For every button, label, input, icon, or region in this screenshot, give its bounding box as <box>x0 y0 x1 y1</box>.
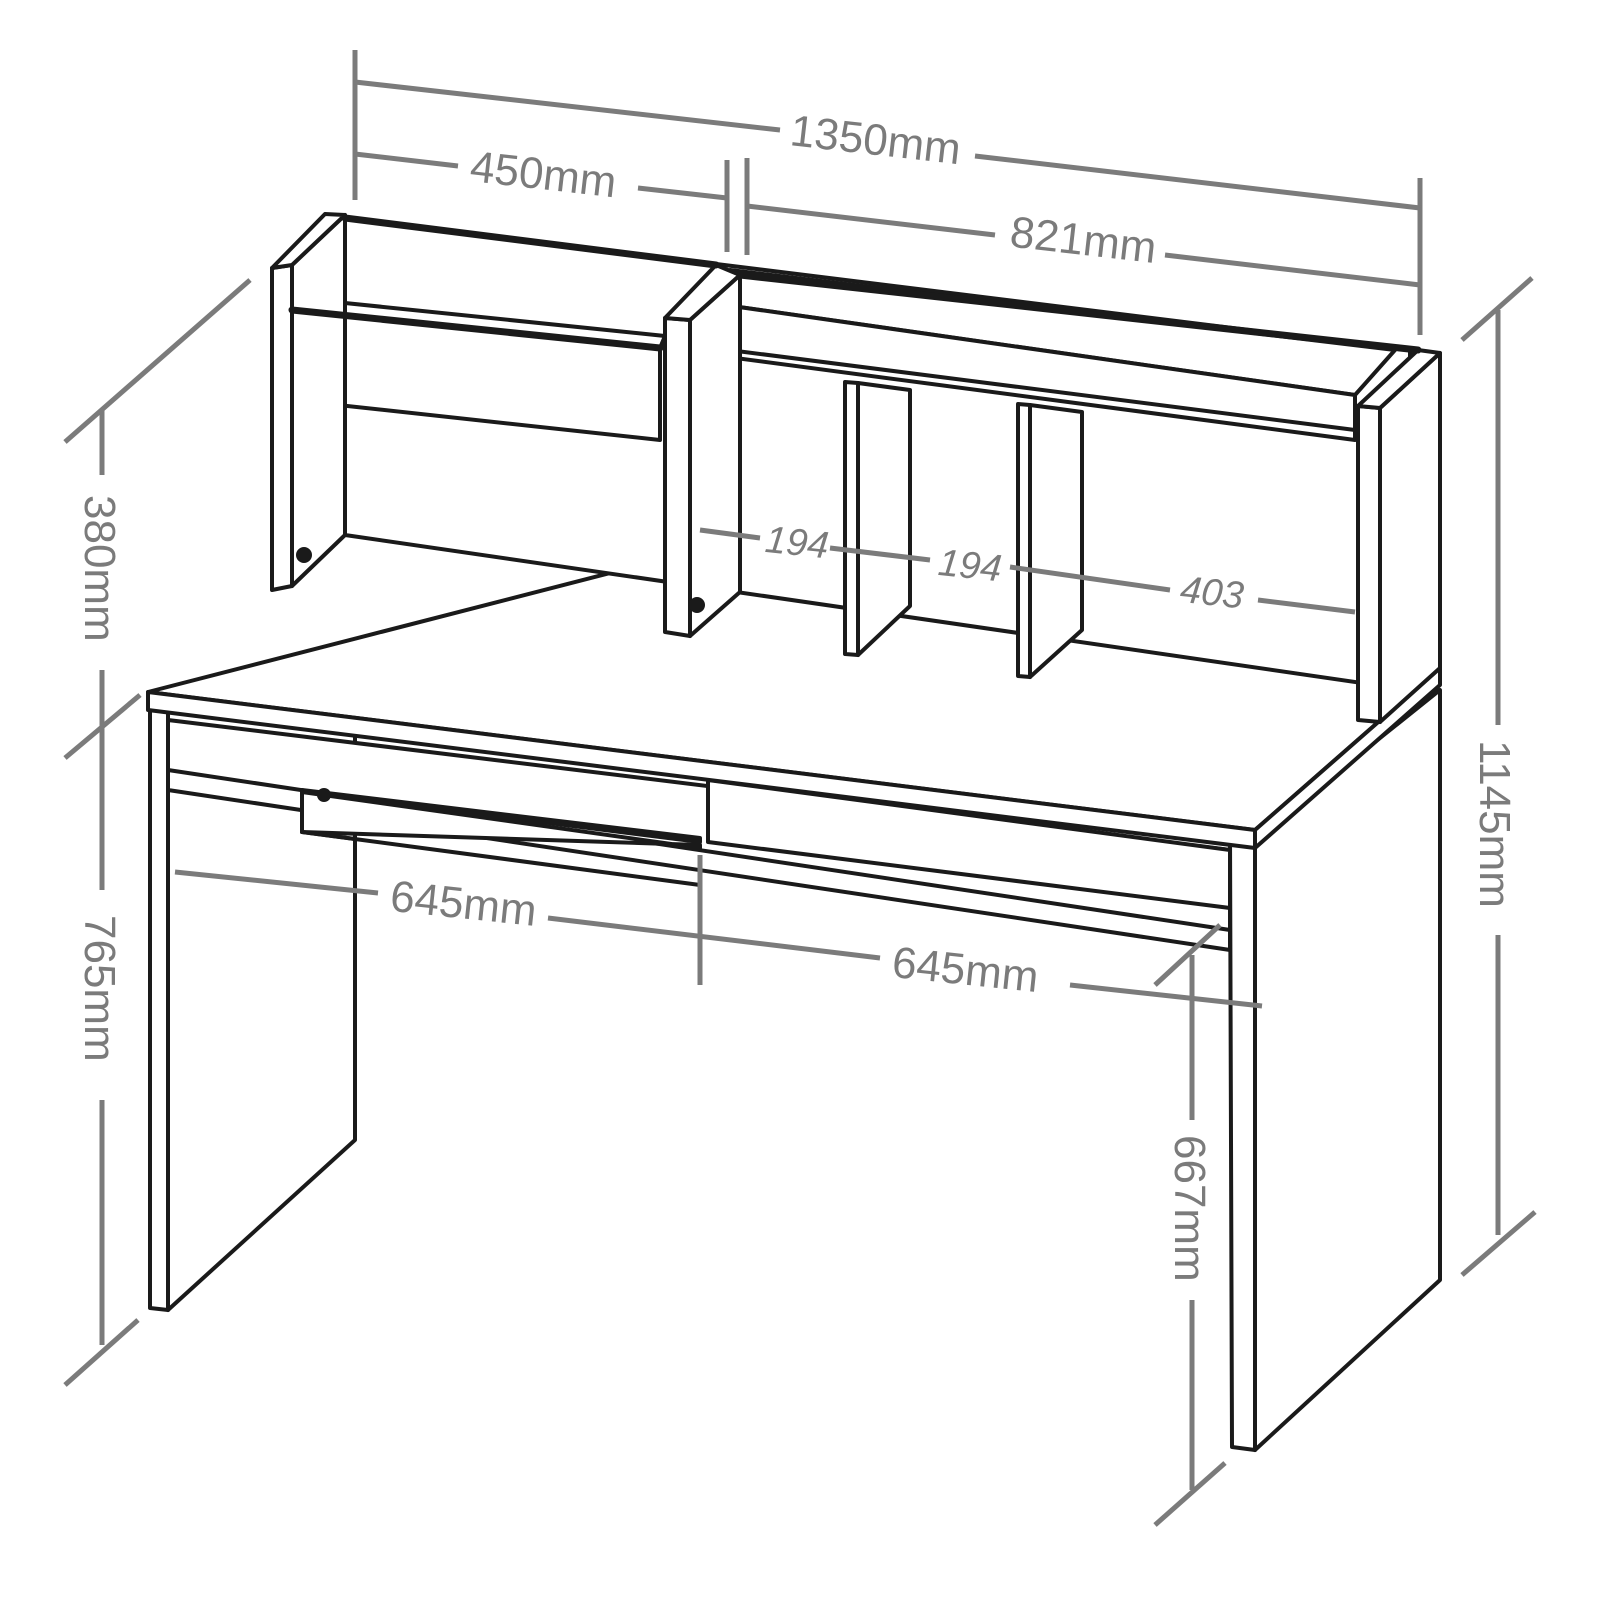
hutch-left-end-front <box>270 263 294 592</box>
drawer-knob <box>317 788 331 802</box>
hutch-right-end-front <box>1356 404 1382 724</box>
hutch-middle-knob <box>689 597 705 613</box>
depth-left-label: 645mm <box>388 872 539 936</box>
hutch-right-width-label: 821mm <box>1008 208 1159 273</box>
right-leg-front <box>1228 833 1257 1452</box>
total-width-label: 1350mm <box>788 106 964 174</box>
desk-base <box>148 688 1442 1452</box>
cubby-1-label: 194 <box>763 519 830 567</box>
drawer-right-front <box>706 778 1232 910</box>
dimension-lines <box>63 50 1537 1527</box>
depth-right-label: 645mm <box>890 938 1041 1002</box>
hutch-height-label: 380mm <box>75 495 124 642</box>
cubby-2-label: 194 <box>936 542 1003 590</box>
left-leg-front <box>148 703 170 1312</box>
hutch-left-width-label: 450mm <box>468 142 619 207</box>
divider-1-side <box>856 381 912 657</box>
hutch-right-end-side <box>1378 351 1442 724</box>
legroom-height-label: 667mm <box>1165 1135 1214 1282</box>
desk-height-label: 765mm <box>75 915 124 1062</box>
hutch-middle-end-front <box>663 316 692 638</box>
hutch-right-end-top <box>1356 348 1442 410</box>
hutch-middle-end-side <box>688 273 742 638</box>
total-height-label: 1145mm <box>1470 740 1519 908</box>
hutch <box>270 212 1442 724</box>
hutch-left-knob <box>296 547 312 563</box>
divider-2-side <box>1028 403 1084 679</box>
cubby-3-label: 403 <box>1178 569 1245 617</box>
desk-drawing <box>146 212 1442 1452</box>
hutch-left-end-side <box>290 213 347 588</box>
